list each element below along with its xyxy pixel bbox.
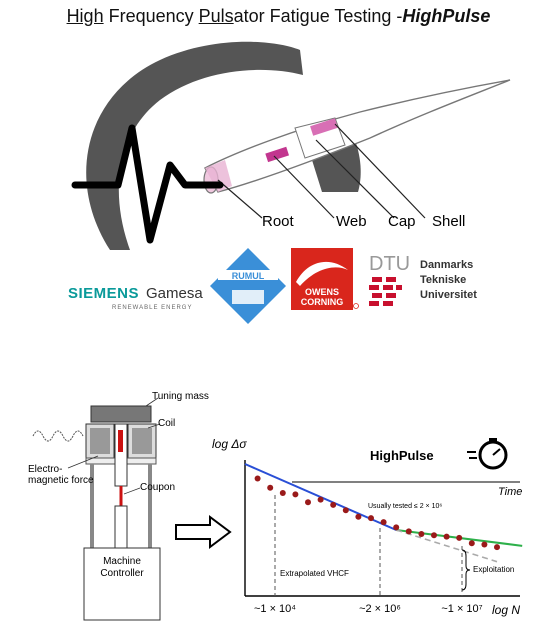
electro-label-1: Electro-: [28, 464, 62, 475]
root-leader: [217, 179, 263, 219]
machine-controller: [83, 547, 161, 621]
shell-leader: [334, 123, 426, 219]
rumul-logo-text: RUMUL: [232, 271, 265, 281]
data-point: [279, 490, 286, 497]
x-axis-label: log N: [492, 603, 520, 617]
controller-label-2: Controller: [100, 568, 144, 579]
gauge-arc-icon: [86, 41, 304, 250]
title-puls: Puls: [198, 6, 234, 26]
siemens-logo-text: SIEMENS: [68, 285, 139, 302]
corning-text: CORNING: [301, 297, 344, 307]
data-point: [494, 544, 500, 551]
data-point: [267, 484, 274, 491]
data-point: [456, 534, 463, 541]
data-point: [355, 513, 362, 520]
electro-label-2: magnetic force: [28, 475, 94, 486]
root-label: Root: [262, 213, 295, 230]
data-point: [305, 499, 311, 506]
title-high: High: [66, 6, 104, 26]
arrow-right-icon: [175, 515, 232, 549]
blade-root-pink: [205, 160, 232, 192]
sine-wave-icon: [32, 430, 84, 442]
partner-logos: SIEMENS Gamesa RENEWABLE ENERGY RUMUL OW…: [68, 248, 477, 324]
shell-label: Shell: [432, 213, 465, 230]
y-axis-label: log Δσ: [212, 437, 247, 451]
pulse-icon: [71, 124, 224, 244]
data-point: [468, 540, 475, 547]
data-point: [254, 475, 261, 482]
cap-label: Cap: [388, 213, 416, 230]
data-point: [317, 496, 324, 503]
gauge-wedge-icon: [312, 140, 361, 192]
owens-text: OWENS: [305, 287, 339, 297]
usually-tested-label: Usually tested ≤ 2 × 10⁶: [368, 503, 442, 510]
data-point: [368, 515, 374, 522]
extrapolated-label: Extrapolated VHCF: [280, 569, 349, 578]
dtu-text: DTU: [369, 253, 410, 275]
data-point: [393, 524, 400, 531]
dtu-line2: Tekniske: [420, 274, 466, 286]
title-ator: ator Fatigue Testing -: [233, 6, 403, 26]
renewable-text: RENEWABLE ENERGY: [112, 305, 192, 311]
tuning-mass: [90, 405, 152, 423]
tick-3-label: ~1 × 10⁷: [441, 603, 482, 615]
title-frequency: Frequency: [103, 6, 199, 26]
dtu-line1: Danmarks: [420, 259, 473, 271]
gamesa-logo-text: Gamesa: [146, 285, 203, 302]
blade-cap-pink: [265, 146, 290, 163]
exploitation-label: Exploitation: [473, 565, 514, 574]
rod-lower: [114, 505, 128, 549]
coil-label: Coil: [158, 418, 175, 429]
blade-web-pink: [310, 118, 338, 136]
title-highpulse: HighPulse: [402, 6, 491, 26]
page-title: High Frequency Pulsator Fatigue Testing …: [0, 6, 557, 27]
highpulse-label: HighPulse: [370, 448, 434, 463]
exploitation-brace: [461, 549, 471, 591]
data-point: [292, 491, 299, 498]
cap-leader: [315, 139, 395, 219]
sn-curve-extrapolated: [395, 529, 498, 563]
dtu-symbol-icon: [369, 277, 402, 306]
dtu-line3: Universitet: [420, 289, 477, 301]
sn-chart: log Δσ Time HighPulse Usually tested ≤ 2…: [212, 437, 523, 617]
data-point: [342, 507, 349, 514]
controller-label-1: Machine: [103, 556, 141, 567]
data-point: [431, 532, 437, 539]
stopwatch-icon: [467, 438, 508, 470]
time-label: Time: [498, 486, 522, 498]
rumul-logo-icon: [210, 248, 286, 324]
machine-schematic: Tuning mass Coil Electro- magnetic force…: [28, 391, 209, 621]
data-point: [418, 530, 425, 537]
tick-1-label: ~1 × 10⁴: [254, 603, 296, 615]
coil-red: [118, 430, 123, 452]
web-label: Web: [336, 213, 367, 230]
sn-plot-area: [244, 463, 523, 563]
web-leader: [273, 155, 335, 219]
coupon-label: Coupon: [140, 482, 175, 493]
tuning-mass-label: Tuning mass: [152, 391, 209, 402]
data-point: [380, 519, 387, 526]
data-point: [443, 533, 450, 540]
data-point: [330, 501, 337, 508]
tick-2-label: ~2 × 10⁶: [359, 603, 401, 615]
data-point: [481, 541, 488, 548]
blade-illustration: Root Web Cap Shell: [71, 41, 511, 250]
data-point: [405, 528, 412, 535]
